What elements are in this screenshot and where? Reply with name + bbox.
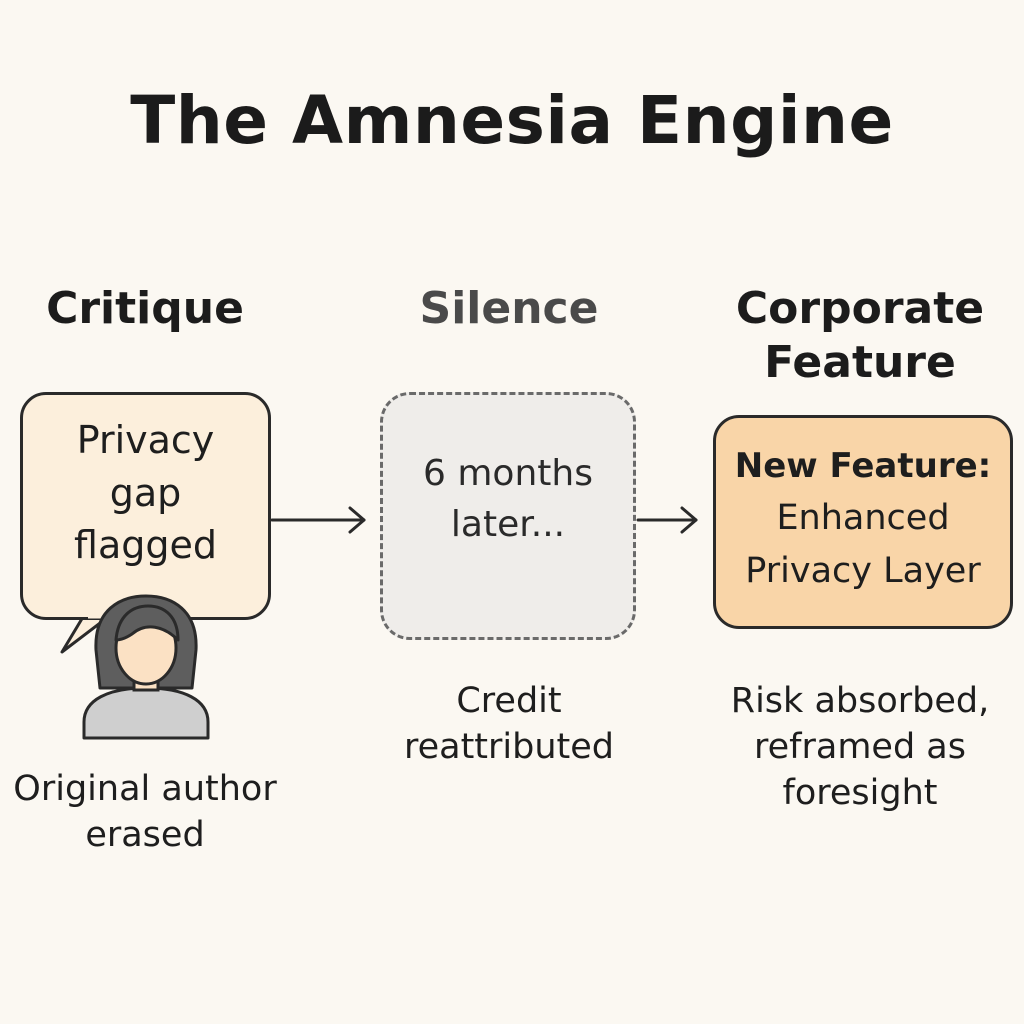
feature-box-text: Enhanced Privacy Layer	[745, 498, 981, 591]
critique-speech-bubble: Privacy gap flagged	[20, 392, 271, 620]
silence-box-text: 6 months later...	[423, 452, 593, 545]
stage-heading-critique: Critique	[46, 283, 244, 334]
arrow-right-icon	[636, 506, 698, 534]
caption-silence: Credit reattributed	[403, 681, 615, 768]
stage-heading-silence: Silence	[419, 283, 599, 334]
diagram-title: The Amnesia Engine	[130, 82, 894, 159]
arrow-right-icon	[270, 506, 366, 534]
caption-critique: Original author erased	[13, 769, 277, 856]
silence-box: 6 months later...	[380, 392, 636, 640]
stage-heading-corporate-feature: Corporate Feature	[735, 283, 985, 388]
critique-box-text: Privacy gap flagged	[74, 418, 217, 568]
caption-corporate-feature: Risk absorbed, reframed as foresight	[730, 681, 990, 814]
corporate-feature-box: New Feature: Enhanced Privacy Layer	[713, 415, 1013, 629]
feature-box-heading: New Feature:	[734, 446, 992, 486]
